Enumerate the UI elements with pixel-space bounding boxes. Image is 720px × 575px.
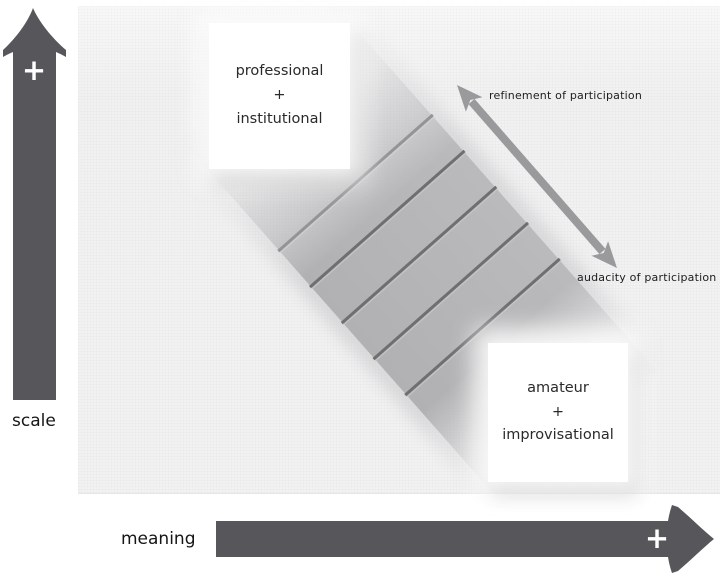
amateur-box-line3: improvisational [502,427,614,444]
y-axis-arrow-icon [3,8,66,400]
professional-institutional-box: professional + institutional [209,23,350,169]
amateur-box-line2: + [551,403,565,420]
y-axis-plus-sign: + [21,53,47,87]
band-dividers [277,113,562,398]
refinement-of-participation-label: refinement of participation [489,89,642,102]
double-arrow-head-down-icon [591,241,617,268]
x-axis-arrow-icon [216,505,714,573]
professional-box-line1: professional [235,63,324,80]
double-arrow-head-up-icon [457,85,483,112]
x-axis-plus-sign: + [644,521,670,555]
professional-box-line2: + [273,87,286,104]
participation-double-arrow [457,85,617,268]
y-axis-label: scale [12,411,56,431]
professional-box-line3: institutional [236,110,323,127]
x-axis-label: meaning [121,529,196,549]
double-arrow-shaft [468,98,606,255]
amateur-box-line1: amateur [527,379,589,396]
audacity-of-participation-label: audacity of participation [577,271,717,284]
amateur-improvisational-box: amateur + improvisational [488,343,628,482]
